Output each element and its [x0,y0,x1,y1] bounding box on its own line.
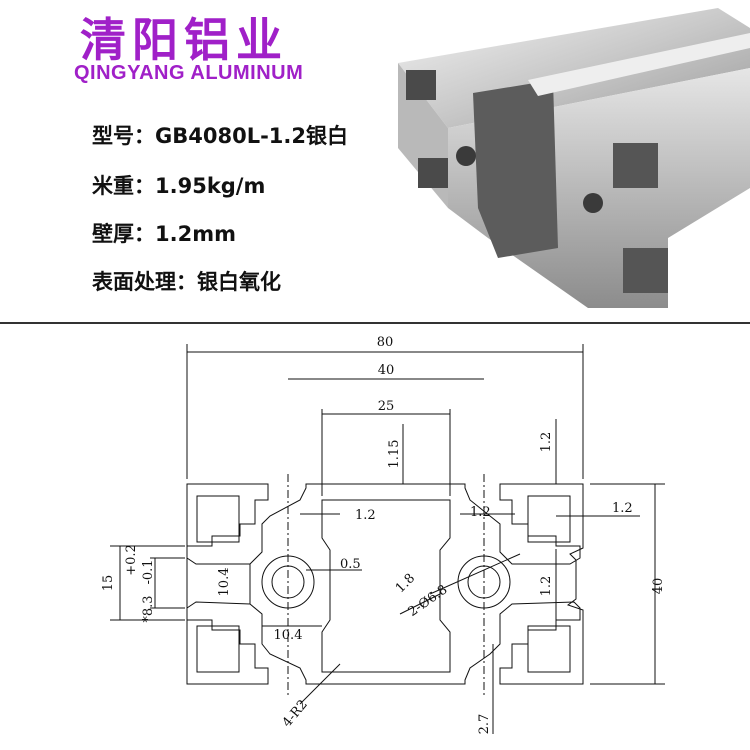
dim-inner-wall-left: 1.2 [355,508,376,523]
spec-weight: 米重：1.95kg/m [92,174,266,198]
brand-name-en: QINGYANG ALUMINUM [74,62,304,84]
dim-side-wall-right: 1.2 [612,501,633,516]
profile-product-photo [398,8,750,308]
section-divider [0,322,750,324]
dim-inner-wall-right: 1.2 [470,505,491,520]
dim-core-height: 10.4 [217,568,232,597]
dim-top-wall: 1.15 [387,440,402,469]
dim-slot-left: 15 [101,575,116,592]
brand-name-cn: 清阳铝业 [80,13,288,67]
dim-bottom-lip: 2.7 [477,714,492,735]
dim-width-inner: 40 [378,363,395,378]
spec-wall-thickness: 壁厚：1.2mm [92,222,236,246]
spec-model: 型号：GB4080L-1.2银白 [92,124,348,148]
spec-surface-finish: 表面处理：银白氧化 [92,270,281,294]
dim-tolerance-minus: -0.1 [141,559,156,584]
dim-corner-top: 1.2 [539,432,554,453]
dim-slot-width: 25 [378,399,395,414]
dim-radius: 4-R2 [280,697,311,730]
dim-core-width: 10.4 [274,628,303,643]
dim-gap: 0.5 [340,557,361,572]
dim-rib: 1.2 [539,576,554,597]
dim-slot-depth: *8.3 [141,595,156,622]
dim-width-total: 80 [377,335,394,350]
dim-tolerance-plus: +0.2 [124,544,139,576]
profile-outline [186,483,584,685]
dim-height-total: 40 [651,578,666,595]
technical-drawing: 80 40 25 1.15 1.2 1.2 1.2 1.2 1.2 40 0.5… [101,335,666,735]
product-header: 清阳铝业 QINGYANG ALUMINUM 型号：GB4080L-1.2银白 … [0,0,750,322]
